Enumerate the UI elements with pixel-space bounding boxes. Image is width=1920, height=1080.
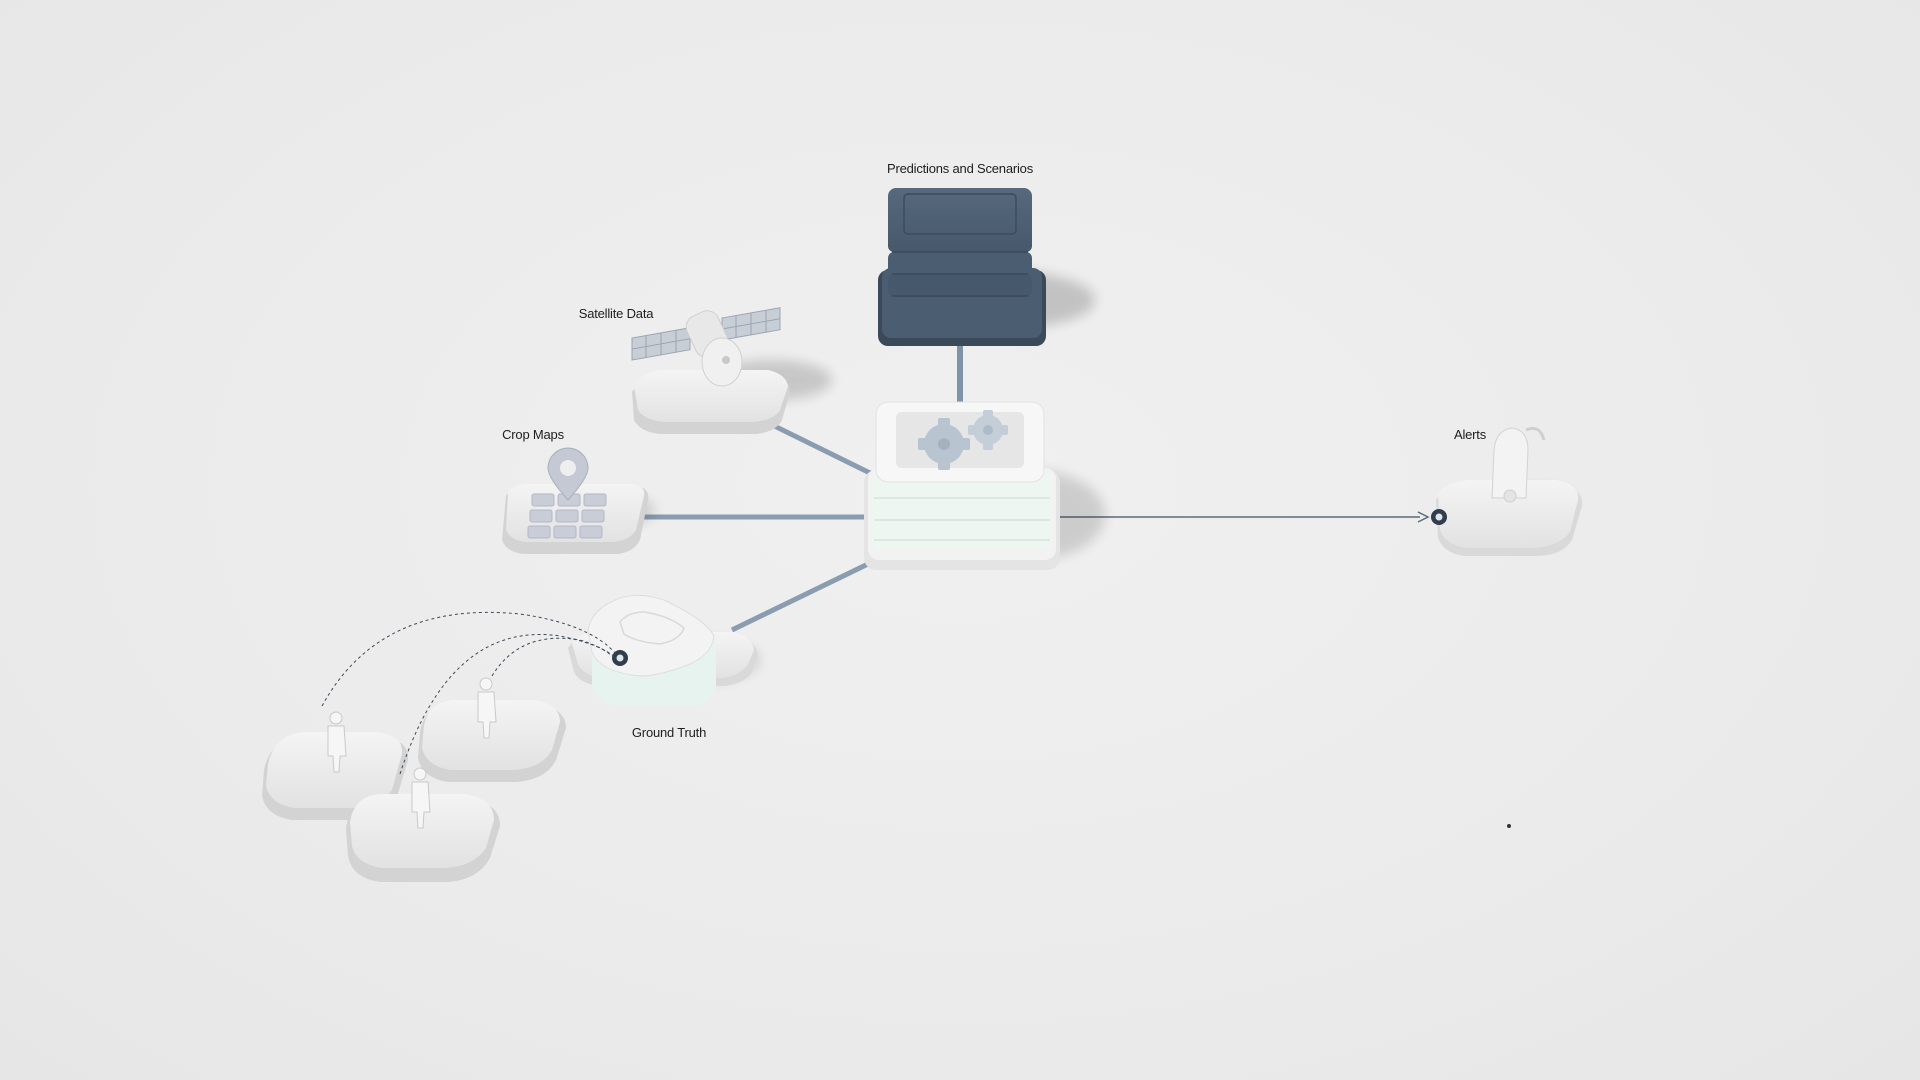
alerts-node <box>1431 426 1583 556</box>
map-grid-icon <box>527 493 607 539</box>
predictions-stack <box>878 188 1095 346</box>
worker-platform-2 <box>418 677 566 782</box>
crop-maps-node <box>502 447 655 554</box>
label-crop-maps: Crop Maps <box>502 427 564 442</box>
label-ground-truth: Ground Truth <box>631 725 707 740</box>
field-workers <box>262 611 617 882</box>
satellite-icon <box>631 307 781 387</box>
gears-icon <box>918 410 1008 470</box>
ground-truth-node <box>568 594 760 706</box>
stray-dot <box>1507 824 1511 828</box>
connector-ground-truth <box>730 560 872 633</box>
satellite-node <box>631 307 832 434</box>
data-upload-arcs <box>321 611 617 775</box>
alert-bell-icon <box>1491 426 1546 503</box>
person-icon <box>411 767 431 829</box>
location-pin-icon <box>547 447 589 501</box>
arrow-head-icon <box>1417 511 1430 523</box>
worker-platform-3 <box>346 767 500 882</box>
person-icon <box>327 711 347 773</box>
label-predictions: Predictions and Scenarios <box>886 161 1034 176</box>
label-satellite: Satellite Data <box>578 306 654 321</box>
processing-hub <box>864 401 1105 570</box>
label-alerts: Alerts <box>1453 427 1487 442</box>
person-icon <box>477 677 497 739</box>
